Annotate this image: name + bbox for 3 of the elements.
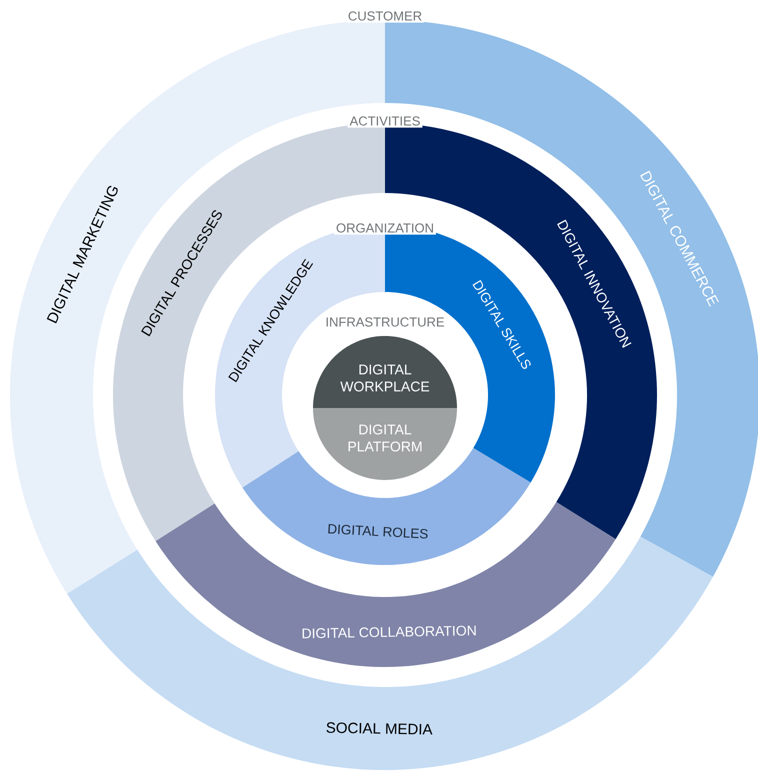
layer-label: ACTIVITIES bbox=[348, 114, 422, 128]
layer-label: ORGANIZATION bbox=[334, 221, 436, 235]
layer-label: CUSTOMER bbox=[346, 9, 424, 23]
